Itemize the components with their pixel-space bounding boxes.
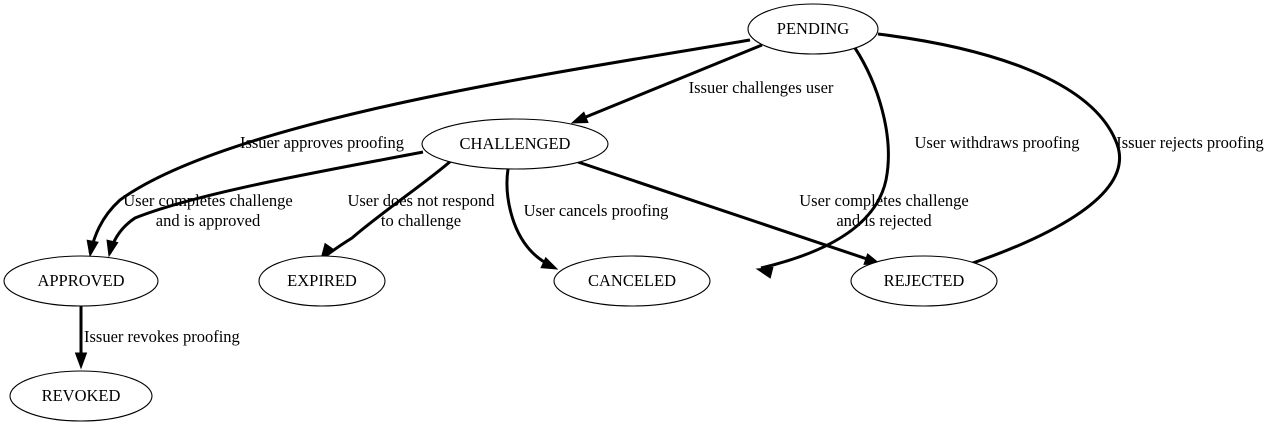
edge-label-line: and is rejected bbox=[836, 211, 932, 230]
edge-label-line: Issuer rejects proofing bbox=[1116, 133, 1264, 152]
edge-approved-revoked bbox=[74, 306, 88, 370]
node-label: PENDING bbox=[777, 19, 849, 38]
edge-arrowhead bbox=[74, 352, 88, 370]
nodes-layer: PENDING CHALLENGED APPROVED EXPIRED CANCELED… bbox=[3, 3, 998, 422]
edge-label-pending-challenged: Issuer challenges user bbox=[689, 78, 834, 97]
edge-label-pending-rejected: Issuer rejects proofing bbox=[1116, 133, 1264, 152]
edge-label-line: User completes challenge bbox=[123, 191, 293, 210]
edge-label-line: User completes challenge bbox=[799, 191, 969, 210]
node-revoked[interactable]: REVOKED bbox=[9, 370, 153, 422]
edge-label-approved-revoked: Issuer revokes proofing bbox=[84, 327, 240, 346]
node-expired[interactable]: EXPIRED bbox=[258, 255, 386, 307]
node-ellipse[interactable] bbox=[9, 370, 153, 422]
edge-label-line: User does not respond bbox=[347, 191, 495, 210]
edge-label-line: to challenge bbox=[381, 211, 461, 230]
edges-layer bbox=[74, 32, 1121, 370]
node-ellipse[interactable] bbox=[553, 255, 711, 307]
edge-label-line: and is approved bbox=[156, 211, 261, 230]
edge-pending-canceled bbox=[755, 47, 890, 279]
node-ellipse[interactable] bbox=[258, 255, 386, 307]
node-label: CANCELED bbox=[588, 271, 676, 290]
node-ellipse[interactable] bbox=[747, 3, 879, 55]
edge-label-line: Issuer approves proofing bbox=[240, 133, 404, 152]
edge-label-challenged-canceled: User cancels proofing bbox=[524, 201, 669, 220]
node-challenged[interactable]: CHALLENGED bbox=[421, 118, 609, 170]
node-canceled[interactable]: CANCELED bbox=[553, 255, 711, 307]
node-label: REVOKED bbox=[42, 386, 121, 405]
edge-pending-challenged bbox=[570, 43, 763, 124]
edge-challenged-approved bbox=[106, 150, 424, 258]
node-approved[interactable]: APPROVED bbox=[3, 255, 159, 307]
edge-path bbox=[877, 32, 1121, 267]
edge-path bbox=[760, 47, 890, 270]
edge-path bbox=[88, 38, 751, 254]
edge-labels-layer: Issuer approves proofing Issuer challenge… bbox=[84, 78, 1264, 346]
node-ellipse[interactable] bbox=[850, 255, 998, 307]
edge-path bbox=[577, 160, 877, 264]
node-ellipse[interactable] bbox=[3, 255, 159, 307]
edge-arrowhead bbox=[570, 111, 589, 124]
edge-label-line: Issuer challenges user bbox=[689, 78, 834, 97]
edge-path bbox=[108, 150, 424, 254]
edge-challenged-canceled bbox=[505, 168, 559, 270]
node-label: CHALLENGED bbox=[460, 134, 571, 153]
edge-label-pending-canceled: User withdraws proofing bbox=[915, 133, 1080, 152]
edge-label-line: Issuer revokes proofing bbox=[84, 327, 240, 346]
node-label: EXPIRED bbox=[287, 271, 357, 290]
edge-challenged-expired bbox=[320, 158, 453, 261]
edge-arrowhead bbox=[755, 266, 774, 279]
edge-label-pending-approved: Issuer approves proofing bbox=[240, 133, 404, 152]
node-ellipse[interactable] bbox=[421, 118, 609, 170]
edge-label-line: User withdraws proofing bbox=[915, 133, 1080, 152]
node-label: APPROVED bbox=[37, 271, 124, 290]
edge-arrowhead bbox=[320, 242, 335, 261]
edge-arrowhead bbox=[540, 256, 559, 270]
node-rejected[interactable]: REJECTED bbox=[850, 255, 998, 307]
node-pending[interactable]: PENDING bbox=[747, 3, 879, 55]
edge-path bbox=[575, 43, 763, 123]
edge-pending-approved bbox=[86, 38, 751, 258]
node-label: REJECTED bbox=[884, 271, 965, 290]
edge-arrowhead bbox=[106, 239, 119, 258]
edge-label-line: User cancels proofing bbox=[524, 201, 669, 220]
edge-arrowhead bbox=[86, 239, 99, 258]
